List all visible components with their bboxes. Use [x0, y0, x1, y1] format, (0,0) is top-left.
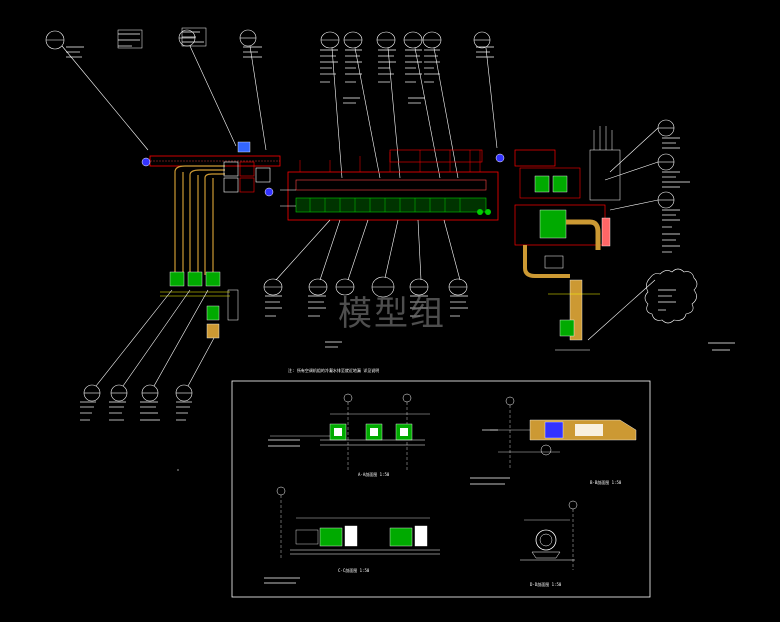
- fan-icon: [495, 153, 505, 163]
- center-lower-text: [265, 295, 468, 348]
- grid-marker: [402, 393, 412, 403]
- sections-frame: [231, 380, 651, 598]
- section-b-title: B-B剖面图 1:50: [590, 479, 622, 485]
- left-lower-bubbles: [83, 289, 215, 402]
- fan-icon: [264, 187, 274, 197]
- center-duct-bank: [280, 149, 499, 221]
- annotation-text-lines: [66, 31, 494, 58]
- section-b: B-B剖面图 1:50: [470, 396, 637, 485]
- top-left-annotations: [45, 29, 498, 151]
- cloud-bubbles-top: [320, 31, 459, 179]
- plan-note: 注: 所有空调机组的冷凝水排至就近地漏 详见说明: [288, 367, 379, 373]
- left-duct-system: [141, 141, 281, 339]
- section-a-title: A-A剖面图 1:50: [358, 471, 390, 477]
- grid-marker: [505, 396, 515, 406]
- grid-marker: [568, 500, 578, 510]
- right-side-text: [658, 137, 735, 351]
- center-lower-bubbles: [263, 219, 468, 298]
- right-equipment-group: [495, 126, 621, 351]
- legend-box: [117, 29, 143, 49]
- right-side-bubbles: [587, 119, 698, 341]
- section-c-title: C-C剖面图 1:50: [338, 567, 370, 573]
- left-lower-text: [80, 401, 192, 421]
- grid-marker: [343, 393, 353, 403]
- section-a: A-A剖面图 1:50: [268, 393, 430, 477]
- fan-icon: [141, 157, 151, 167]
- section-d: D-D剖面图 1:50: [520, 500, 578, 587]
- section-c: C-C剖面图 1:50: [264, 486, 440, 584]
- grid-marker: [276, 486, 286, 496]
- cloud-text-lines: [320, 49, 440, 104]
- section-d-title: D-D剖面图 1:50: [530, 581, 562, 587]
- legend-box: [181, 27, 207, 47]
- watermark-text: 模型组: [338, 294, 446, 334]
